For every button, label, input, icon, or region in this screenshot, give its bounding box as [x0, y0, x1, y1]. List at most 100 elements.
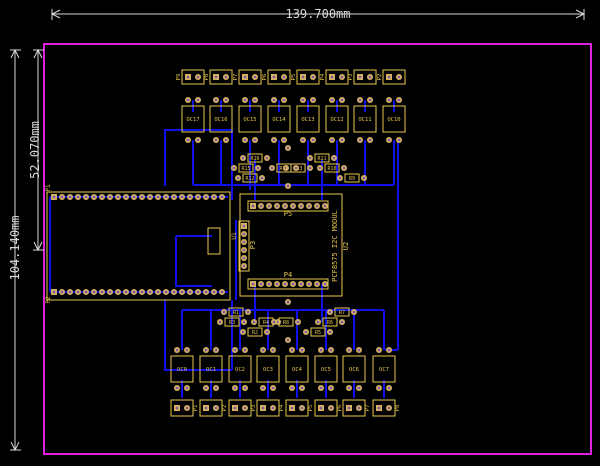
- top-connector-3: [267, 69, 291, 85]
- bottom-opto-in-b-4-drill: [300, 348, 304, 352]
- bottom-opto-out-a-5-drill: [319, 386, 323, 390]
- top-connector-label-7: P2: [377, 74, 383, 81]
- bottom-connector-label-4: P5: [308, 405, 314, 412]
- top-connector-pad-a-5-drill: [330, 75, 334, 79]
- top-resistor-pad-b-0-drill: [362, 176, 366, 180]
- dimension-width: [50, 9, 586, 20]
- mcu-header-bottom-label: P2: [45, 296, 52, 304]
- bottom-opto-in-b-3-drill: [271, 348, 275, 352]
- top-connector-pad-b-5-drill: [340, 75, 344, 79]
- mcu-bottom-pin-3-drill: [76, 290, 80, 294]
- pcf-header-bottom-label: P4: [284, 271, 292, 279]
- top-resistor-label-7: R16: [250, 156, 259, 162]
- bottom-connector-0: [170, 399, 194, 417]
- bottom-opto-out-b-5-drill: [329, 386, 333, 390]
- bottom-resistor-pad-b-0-drill: [246, 310, 250, 314]
- top-resistor-5: [276, 163, 292, 173]
- p4-outline: [247, 278, 329, 290]
- top-opto-6: [353, 105, 377, 133]
- top-connector-pad-a-4-drill: [301, 75, 305, 79]
- bottom-resistor-pad-b-4-drill: [328, 330, 332, 334]
- top-opto-out-b-4-drill: [311, 138, 315, 142]
- top-connector-pad-a-7-drill: [387, 75, 391, 79]
- bottom-resistor-pad-b-5-drill: [340, 320, 344, 324]
- top-opto-in-b-6-drill: [368, 98, 372, 102]
- bottom-resistor-pad-b-2-drill: [242, 320, 246, 324]
- mcu-bottom-pin-0-drill: [52, 290, 56, 294]
- top-connector-pad-a-0-drill: [186, 75, 190, 79]
- top-opto-in-b-4-drill: [311, 98, 315, 102]
- bottom-connector-pad-a-0-drill: [175, 406, 179, 410]
- p5-pin-6-drill: [299, 204, 303, 208]
- board-outline: [43, 43, 592, 455]
- mcu-top-pin-16-drill: [180, 195, 184, 199]
- bottom-resistor-pad-a-3-drill: [252, 320, 256, 324]
- bottom-connector-pad-a-4-drill: [290, 406, 294, 410]
- bottom-opto-out-b-6-drill: [357, 386, 361, 390]
- top-opto-out-b-0-drill: [196, 138, 200, 142]
- bottom-opto-out-a-2-drill: [233, 386, 237, 390]
- top-connector-0: [181, 69, 205, 85]
- p3-pin-0-drill: [242, 224, 246, 228]
- bottom-connector-pad-b-1-drill: [214, 406, 218, 410]
- pcf-module-name: PCF8575 I2C MODUL: [331, 210, 339, 282]
- top-opto-label-6: OC11: [358, 117, 371, 123]
- p5-pin-5-drill: [291, 204, 295, 208]
- bottom-opto-out-a-1-drill: [204, 386, 208, 390]
- bottom-opto-in-b-5-drill: [329, 348, 333, 352]
- dimension-inner-label: 52.070mm: [28, 121, 42, 179]
- top-opto-in-a-1-drill: [214, 98, 218, 102]
- p5-pin-7-drill: [307, 204, 311, 208]
- bottom-resistor-label-2: R3: [229, 320, 235, 326]
- mcu-top-pin-19-drill: [204, 195, 208, 199]
- top-resistor-pad-a-6-drill: [232, 166, 236, 170]
- bottom-connector-pad-a-2-drill: [233, 406, 237, 410]
- top-connector-pad-a-6-drill: [358, 75, 362, 79]
- mcu-top-pin-11-drill: [140, 195, 144, 199]
- bottom-opto-in-b-2-drill: [243, 348, 247, 352]
- mcu-bottom-pin-8-drill: [116, 290, 120, 294]
- bottom-opto-5: [314, 355, 338, 383]
- top-opto-in-a-7-drill: [387, 98, 391, 102]
- bottom-resistor-pad-b-7-drill: [296, 320, 300, 324]
- mcu-top-pin-6-drill: [100, 195, 104, 199]
- mcu-antenna: [207, 227, 221, 255]
- top-resistor-pad-a-5-drill: [270, 166, 274, 170]
- p5-pin-9-drill: [323, 204, 327, 208]
- mcu-top-pin-15-drill: [172, 195, 176, 199]
- bottom-connector-pad-b-7-drill: [387, 406, 391, 410]
- top-connector-5: [325, 69, 349, 85]
- mcu-top-pin-21-drill: [220, 195, 224, 199]
- bottom-opto-in-a-0-drill: [175, 348, 179, 352]
- bottom-resistor-label-0: R1: [233, 310, 239, 316]
- top-opto-label-3: OC14: [272, 117, 286, 123]
- top-resistor-pad-a-1-drill: [318, 166, 322, 170]
- top-connector-label-2: P7: [233, 74, 239, 81]
- p4-pin-4-drill: [283, 282, 287, 286]
- mcu-top-pin-10-drill: [132, 195, 136, 199]
- mcu-bottom-pin-7-drill: [108, 290, 112, 294]
- bottom-resistor-4: [310, 327, 326, 337]
- bottom-opto-label-4: OC4: [292, 367, 303, 373]
- bottom-resistor-pad-a-7-drill: [272, 320, 276, 324]
- bottom-resistor-label-7: R8: [283, 320, 289, 326]
- mcu-top-pin-8-drill: [116, 195, 120, 199]
- top-resistor-pad-b-6-drill: [256, 166, 260, 170]
- top-resistor-label-2: R11: [317, 156, 326, 162]
- top-connector-2: [238, 69, 262, 85]
- p4-pin-9-drill: [323, 282, 327, 286]
- p3-pin-4-drill: [242, 256, 246, 260]
- top-opto-label-0: OC17: [186, 117, 199, 123]
- top-connector-label-6: P3: [348, 74, 354, 81]
- bottom-connector-5: [314, 399, 338, 417]
- mcu-top-pin-4-drill: [84, 195, 88, 199]
- bottom-connector-pad-b-5-drill: [329, 406, 333, 410]
- track-bottom-feed: [164, 300, 232, 371]
- top-resistor-1: [324, 163, 340, 173]
- bottom-opto-label-3: OC3: [263, 367, 273, 373]
- bottom-resistor-label-5: R6: [327, 320, 333, 326]
- top-opto-out-a-3-drill: [272, 138, 276, 142]
- bottom-opto-label-7: OC7: [379, 367, 389, 373]
- top-connector-label-0: P9: [176, 74, 182, 81]
- top-connector-4: [296, 69, 320, 85]
